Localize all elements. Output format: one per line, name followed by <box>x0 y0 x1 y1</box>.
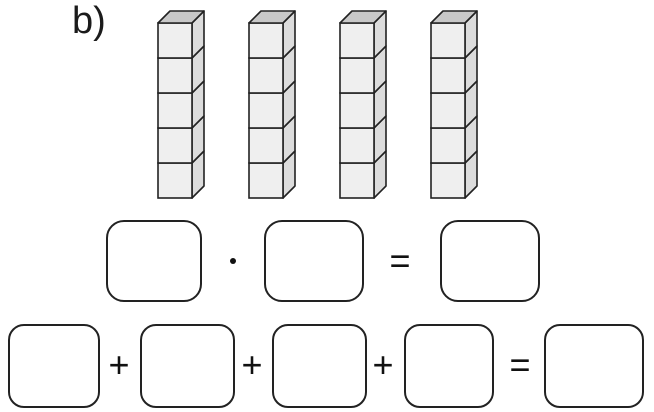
cube <box>248 10 296 59</box>
cube-stacks <box>157 10 478 199</box>
factor-2-box[interactable] <box>264 220 364 302</box>
cube <box>339 45 387 94</box>
product-box[interactable] <box>440 220 540 302</box>
multiplication-dot <box>230 258 236 264</box>
addend-4-box[interactable] <box>404 324 494 408</box>
cube <box>248 115 296 164</box>
cube <box>339 80 387 129</box>
cube <box>339 115 387 164</box>
sum-box[interactable] <box>544 324 644 408</box>
cube <box>157 150 205 199</box>
plus-sign-3: + <box>372 344 394 385</box>
cube-stack-4 <box>430 10 478 199</box>
plus-sign-2: + <box>241 344 263 385</box>
equals-sign: = <box>389 240 411 281</box>
addend-1-box[interactable] <box>8 324 100 408</box>
cube <box>248 45 296 94</box>
cube <box>339 10 387 59</box>
cube <box>248 80 296 129</box>
cube <box>339 150 387 199</box>
cube <box>157 10 205 59</box>
exercise-label: b) <box>72 0 106 42</box>
cube <box>430 10 478 59</box>
addend-3-box[interactable] <box>272 324 367 408</box>
cube-stack-1 <box>157 10 205 199</box>
factor-1-box[interactable] <box>106 220 202 302</box>
equals-sign-2: = <box>509 344 531 385</box>
cube-stack-2 <box>248 10 296 199</box>
cube-stack-3 <box>339 10 387 199</box>
cube <box>248 150 296 199</box>
cube <box>430 45 478 94</box>
cube <box>157 80 205 129</box>
plus-sign-1: + <box>108 344 130 385</box>
addend-2-box[interactable] <box>140 324 235 408</box>
